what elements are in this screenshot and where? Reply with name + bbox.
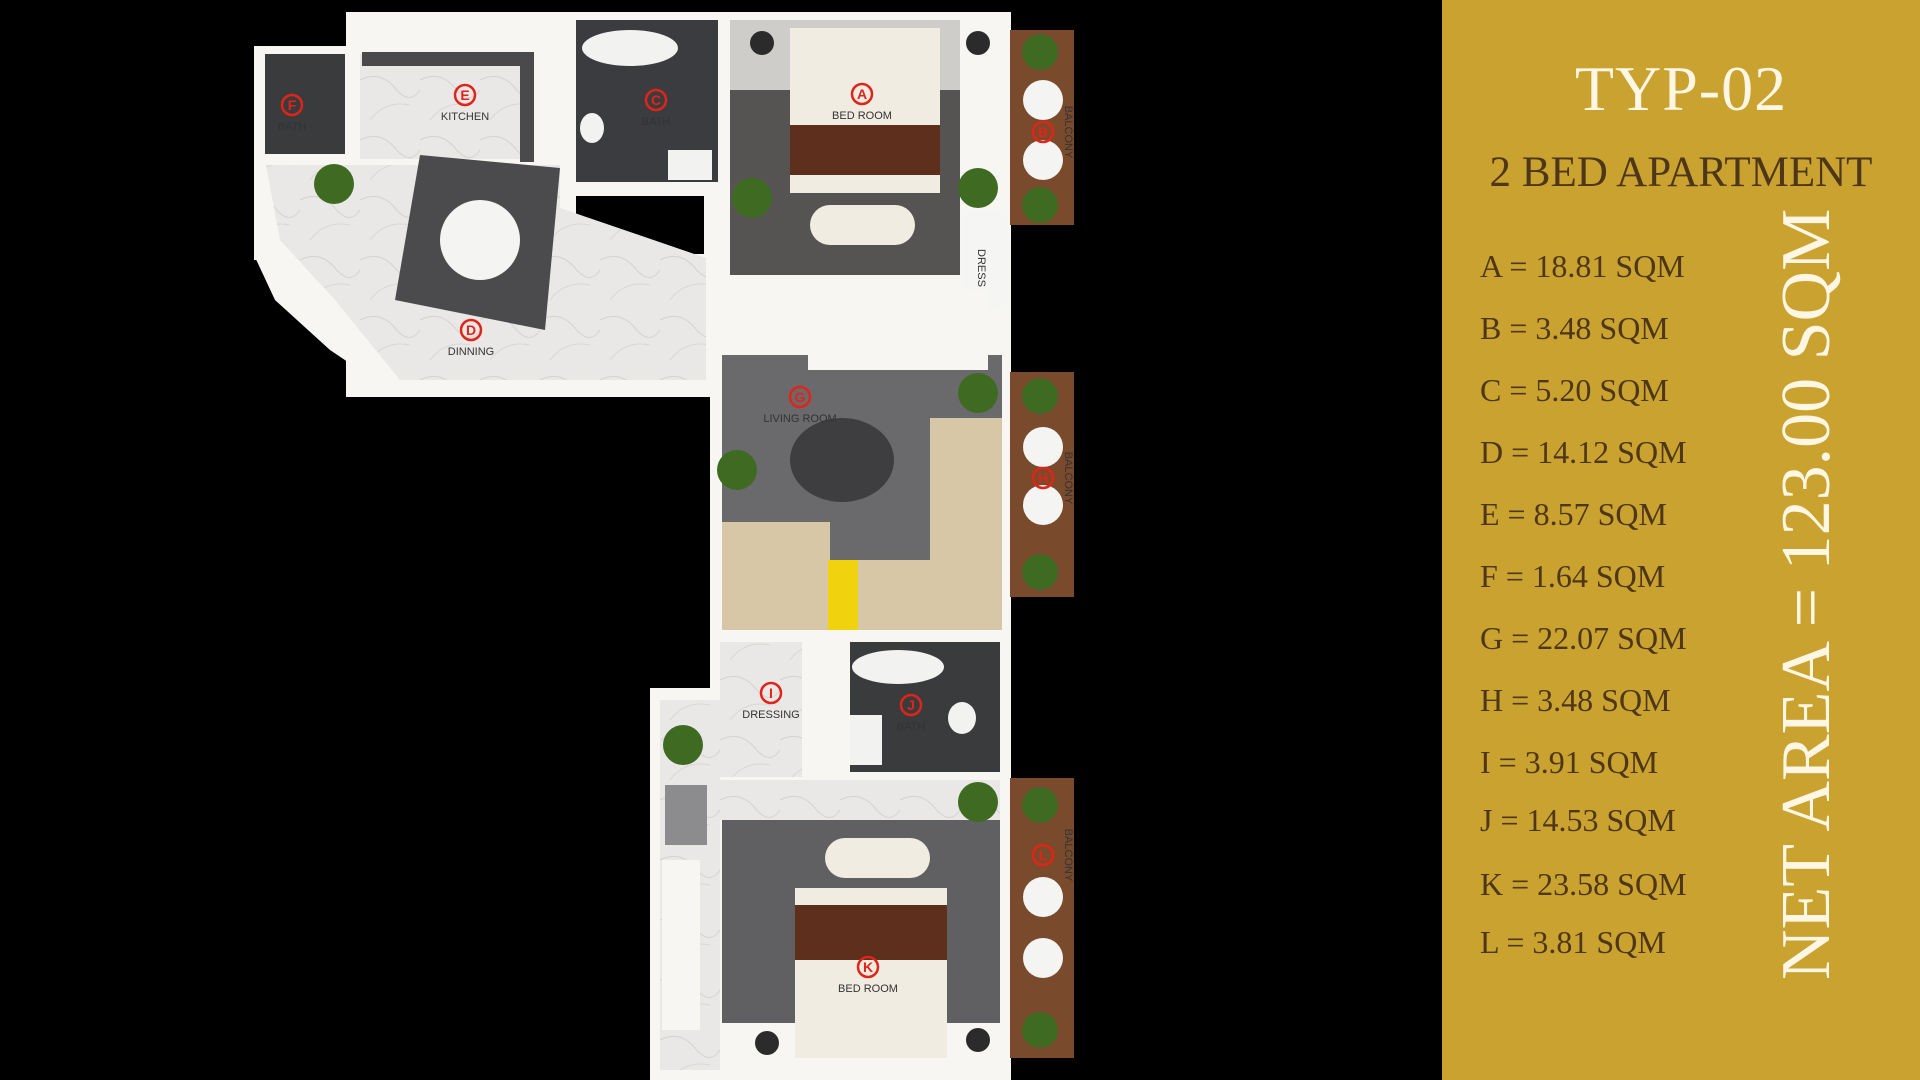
area-row-f: F = 1.64 SQM: [1480, 558, 1666, 594]
room-marker-l: [1031, 843, 1055, 867]
room-marker-b: [1031, 120, 1055, 144]
dress-label: DRESS: [975, 249, 987, 287]
room-marker-a: [850, 82, 874, 106]
room-i-dressing: [720, 642, 802, 777]
room-label-l: BALCONY: [1062, 829, 1074, 882]
room-key-e: E: [460, 87, 469, 103]
room-label-k: BED ROOM: [838, 983, 898, 995]
area-row-d: D = 14.12 SQM: [1480, 434, 1687, 470]
room-l-balcony: [1010, 778, 1074, 1058]
area-row-l: L = 3.81 SQM: [1480, 924, 1666, 960]
unit-type-title: TYP-02: [1574, 53, 1788, 124]
room-marker-c: [644, 88, 668, 112]
room-key-i: I: [769, 685, 773, 701]
room-marker-h: [1031, 466, 1055, 490]
room-marker-f: [280, 93, 304, 117]
unit-subtitle: 2 BED APARTMENT: [1489, 149, 1873, 196]
room-key-f: F: [288, 97, 297, 113]
room-key-c: C: [651, 92, 661, 108]
room-f-bath: [265, 54, 345, 154]
net-area-label: NET AREA = 123.00 SQM: [1768, 208, 1845, 980]
room-label-b: BALCONY: [1062, 106, 1074, 159]
room-marker-i: [759, 681, 783, 705]
area-row-g: G = 22.07 SQM: [1480, 620, 1687, 656]
room-label-f: BATH: [278, 121, 307, 133]
area-row-a: A = 18.81 SQM: [1480, 248, 1685, 284]
room-label-d: DINNING: [448, 346, 494, 358]
area-row-i: I = 3.91 SQM: [1480, 744, 1659, 780]
room-label-g: LIVING ROOM: [763, 413, 836, 425]
room-label-h: BALCONY: [1062, 452, 1074, 505]
room-marker-k: [856, 955, 880, 979]
room-e-kitchen: [360, 54, 530, 159]
room-label-j: BATH: [897, 721, 926, 733]
room-marker-g: [788, 385, 812, 409]
room-key-j: J: [907, 697, 915, 713]
area-schedule-panel: TYP-02 2 BED APARTMENT A = 18.81 SQM B =…: [1442, 0, 1920, 1080]
area-row-k: K = 23.58 SQM: [1480, 866, 1687, 902]
room-label-e: KITCHEN: [441, 111, 489, 123]
room-marker-e: [453, 83, 477, 107]
room-key-b: B: [1038, 124, 1048, 140]
area-row-h: H = 3.48 SQM: [1480, 682, 1671, 718]
area-row-c: C = 5.20 SQM: [1480, 372, 1669, 408]
area-row-b: B = 3.48 SQM: [1480, 310, 1669, 346]
room-key-a: A: [857, 86, 867, 102]
room-marker-d: [459, 318, 483, 342]
room-key-k: K: [863, 959, 873, 975]
room-key-g: G: [795, 389, 806, 405]
room-label-a: BED ROOM: [832, 110, 892, 122]
area-row-j: J = 14.53 SQM: [1480, 802, 1676, 838]
room-label-i: DRESSING: [742, 709, 799, 721]
room-key-d: D: [466, 322, 476, 338]
area-row-e: E = 8.57 SQM: [1480, 496, 1667, 532]
room-key-l: L: [1039, 847, 1048, 863]
room-label-c: BATH: [642, 116, 671, 128]
room-key-h: H: [1038, 470, 1048, 486]
room-marker-j: [899, 693, 923, 717]
